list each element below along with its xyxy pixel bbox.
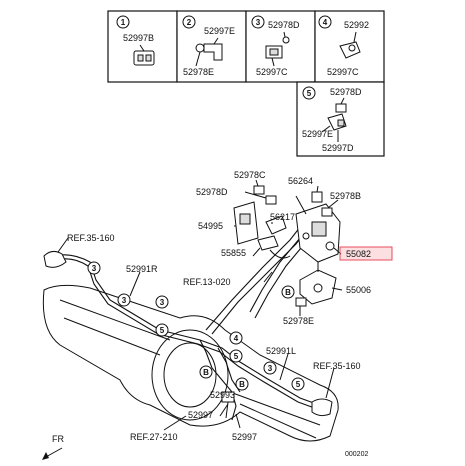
- diagram-code: 000202: [345, 451, 368, 458]
- clip-52978B: [321, 207, 333, 217]
- inset-box-4-part-b: 52997C: [327, 67, 359, 77]
- callout-B-c: B: [235, 377, 249, 391]
- label-54995: 54995: [198, 221, 223, 231]
- svg-text:5: 5: [234, 352, 239, 361]
- svg-text:4: 4: [234, 334, 239, 343]
- label-56217: 56217: [270, 212, 295, 222]
- label-55006: 55006: [346, 285, 371, 295]
- svg-text:5: 5: [160, 326, 165, 335]
- inset-box-5-number: 5: [307, 89, 312, 98]
- callout-3-c: 3: [155, 295, 169, 309]
- callout-4: 4: [229, 331, 243, 345]
- bracket-54995: [233, 201, 259, 245]
- clip-52978D: [265, 195, 277, 205]
- callout-3-b: 3: [117, 293, 131, 307]
- label-52993: 52993: [210, 390, 235, 400]
- inset-box-2-part-b: 52978E: [183, 67, 214, 77]
- clip-52978C: [253, 185, 265, 195]
- label-55855: 55855: [221, 248, 246, 258]
- brake-hose-right: [311, 398, 333, 417]
- label-52978B: 52978B: [330, 191, 361, 201]
- svg-text:B: B: [239, 380, 245, 389]
- inset-box-5: 5 52978D 52997E 52997D: [296, 81, 385, 157]
- label-fr: FR: [52, 434, 64, 444]
- svg-text:3: 3: [92, 264, 97, 273]
- inset-box-4: 4 52992 52997C: [314, 10, 385, 83]
- callout-3-d: 3: [263, 361, 277, 375]
- label-ref-13-020: REF.13-020: [183, 277, 231, 287]
- inset-box-1-part: 52997B: [123, 33, 154, 43]
- front-direction-arrow: FR: [42, 434, 64, 460]
- svg-text:3: 3: [122, 296, 127, 305]
- rear-axle-housing: [42, 284, 339, 442]
- inset-box-2-part-a: 52997E: [204, 26, 235, 36]
- clip-56264: [311, 191, 323, 203]
- svg-text:3: 3: [160, 298, 165, 307]
- callout-5-b: 5: [155, 323, 169, 337]
- label-ref-35-160-right: REF.35-160: [313, 361, 361, 371]
- clip-assembly-icon: [321, 97, 347, 142]
- grommet-icon: [339, 31, 361, 59]
- callout-5-a: 5: [229, 349, 243, 363]
- inset-box-5-part-a: 52978D: [330, 87, 362, 97]
- callout-B-a: B: [281, 285, 295, 299]
- inset-box-3-number: 3: [256, 18, 261, 27]
- callout-B-b: B: [199, 365, 213, 379]
- label-52997-a: 52997: [188, 410, 213, 420]
- label-56264: 56264: [288, 176, 313, 186]
- svg-text:B: B: [203, 368, 209, 377]
- clip-52978E: [295, 297, 307, 307]
- inset-box-5-part-c: 52997D: [322, 143, 354, 153]
- valve-spring-link: [295, 195, 319, 272]
- highlight-55082: [339, 246, 393, 261]
- svg-text:B: B: [285, 288, 291, 297]
- inset-box-2: 2 52997E 52978E: [176, 10, 247, 83]
- clamp-icon: [265, 31, 290, 67]
- inset-box-5-part-b: 52997E: [302, 129, 333, 139]
- inset-box-1-number: 1: [121, 18, 126, 27]
- brake-hose-left: [43, 250, 67, 268]
- label-52978D: 52978D: [196, 187, 228, 197]
- svg-text:5: 5: [296, 380, 301, 389]
- label-ref-35-160-left: REF.35-160: [67, 233, 115, 243]
- inset-box-3-part-b: 52997C: [256, 67, 288, 77]
- bracket-icon: [195, 37, 223, 67]
- inset-box-1: 1 52997B: [107, 10, 178, 83]
- label-ref-27-210: REF.27-210: [130, 432, 178, 442]
- svg-text:3: 3: [268, 364, 273, 373]
- connector-56217: [265, 215, 287, 235]
- callout-3-a: 3: [87, 261, 101, 275]
- inset-box-3-part-a: 52978D: [268, 20, 300, 30]
- hose-55855: [257, 235, 291, 259]
- label-52978E: 52978E: [283, 316, 314, 326]
- load-sensing-valve: [295, 203, 341, 263]
- label-52997-b: 52997: [232, 432, 257, 442]
- inset-box-3: 3 52978D 52997C: [245, 10, 316, 83]
- label-52991R: 52991R: [126, 264, 158, 274]
- clip-icon: [133, 44, 155, 66]
- label-52991L: 52991L: [266, 346, 296, 356]
- label-55082: 55082: [346, 249, 371, 259]
- inset-box-4-number: 4: [323, 18, 328, 27]
- inset-box-2-number: 2: [187, 18, 192, 27]
- inset-box-4-part-a: 52992: [344, 20, 369, 30]
- label-52978C: 52978C: [234, 170, 266, 180]
- callout-5-c: 5: [291, 377, 305, 391]
